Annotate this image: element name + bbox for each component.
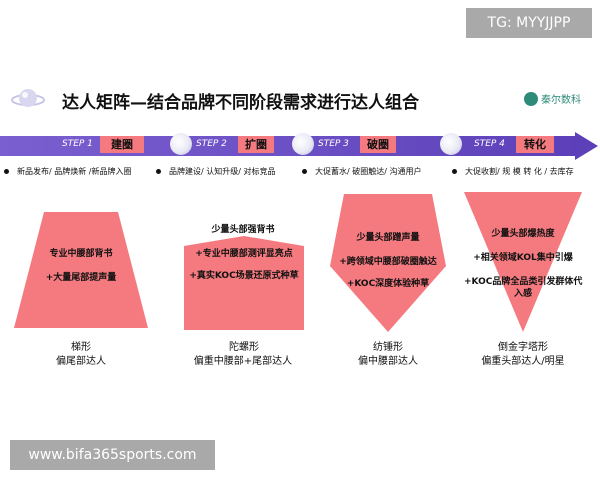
stage-1-badge: 建圈 xyxy=(100,136,144,153)
planet-icon xyxy=(10,84,46,114)
step-1-label: STEP 1 xyxy=(62,139,93,149)
shape-2-line-2: +真实KOC场景还原式种草 xyxy=(189,271,299,281)
shape-4-line-3: +KOC品牌全品类引发群体代 xyxy=(464,277,583,287)
shape-3-line-1: 少量头部蹭声量 xyxy=(356,233,420,243)
bullet-stage-1: 新品发布/ 品牌焕新 /新品牌入圈 xyxy=(4,166,131,182)
bullet-dot xyxy=(156,169,161,174)
step-4: STEP 4 转化 xyxy=(440,133,560,155)
shape-trapezoid xyxy=(14,212,148,328)
stage-2-badge: 扩圈 xyxy=(238,136,274,153)
step-3: STEP 3 破圈 xyxy=(292,133,402,155)
bullet-text: 新品发布/ 品牌焕新 /新品牌入圈 xyxy=(17,167,132,176)
bullet-text: 品牌建设/ 认知升级/ 对标竞品 xyxy=(169,167,276,176)
bullet-text: 大促蓄水/ 破圈触达/ 沟通用户 xyxy=(315,167,422,176)
logo-icon xyxy=(524,92,538,106)
shape-1-caption-name: 梯形 xyxy=(71,342,91,353)
shape-4-line-2: +相关领域KOL集中引爆 xyxy=(473,253,573,263)
orb-icon xyxy=(292,133,314,155)
step-3-label: STEP 3 xyxy=(318,139,349,149)
bullet-dot xyxy=(302,169,307,174)
shape-spindle xyxy=(330,194,446,332)
orb-icon xyxy=(440,133,462,155)
shape-2-top-label: 少量头部强背书 xyxy=(211,225,275,235)
step-2-label: STEP 2 xyxy=(196,139,227,149)
shape-4-caption-desc: 偏重头部达人/明星 xyxy=(481,356,565,367)
shape-4-line-1: 少量头部爆热度 xyxy=(491,229,555,239)
bullet-stage-3: 大促蓄水/ 破圈触达/ 沟通用户 xyxy=(302,166,421,182)
watermark-top: TG: MYYJJPP xyxy=(466,8,592,38)
shape-2-line-1: +专业中腰部测评显亮点 xyxy=(195,249,293,259)
bullet-text: 大促收割/ 规 模 转 化 / 去库存 xyxy=(465,167,574,176)
bullet-stage-4: 大促收割/ 规 模 转 化 / 去库存 xyxy=(452,166,574,182)
shape-1-line-1: 专业中腰部背书 xyxy=(49,249,113,259)
orb-icon xyxy=(170,133,192,155)
shape-4-caption-name: 倒金字塔形 xyxy=(498,342,548,353)
step-4-label: STEP 4 xyxy=(474,139,505,149)
shape-inverted-pyramid xyxy=(464,192,582,332)
shape-1-line-2: +大量尾部提声量 xyxy=(45,273,117,283)
shape-spinning-top xyxy=(184,236,304,330)
slide: 达人矩阵—结合品牌不同阶段需求进行达人组合 秦尔数科 STEP 1 建圈 STE… xyxy=(0,70,600,450)
shape-1-caption-desc: 偏尾部达人 xyxy=(56,356,106,367)
watermark-bottom: www.bifa365sports.com xyxy=(10,440,215,470)
brand-logo: 秦尔数科 xyxy=(524,90,584,108)
page-title: 达人矩阵—结合品牌不同阶段需求进行达人组合 xyxy=(62,93,419,113)
bullet-stage-2: 品牌建设/ 认知升级/ 对标竞品 xyxy=(156,166,275,182)
title-row: 达人矩阵—结合品牌不同阶段需求进行达人组合 秦尔数科 xyxy=(10,84,590,114)
logo-text: 秦尔数科 xyxy=(541,95,581,106)
bullet-dot xyxy=(452,169,457,174)
step-2: STEP 2 扩圈 xyxy=(170,133,280,155)
shape-2-caption-name: 陀螺形 xyxy=(229,342,259,353)
shape-3-line-2: +跨领域中腰部破圈触达 xyxy=(339,257,437,267)
shape-4-line-4: 入感 xyxy=(513,289,532,299)
shape-2-caption-desc: 偏重中腰部+尾部达人 xyxy=(193,356,293,367)
bullet-dot xyxy=(4,169,9,174)
shape-3-caption-name: 纺锤形 xyxy=(373,342,403,353)
step-1: STEP 1 建圈 xyxy=(62,136,152,154)
stage-4-badge: 转化 xyxy=(516,136,554,153)
stage-3-badge: 破圈 xyxy=(360,136,396,153)
shape-3-caption-desc: 偏中腰部达人 xyxy=(358,356,418,367)
shape-3-line-3: +KOC深度体验种草 xyxy=(346,279,430,289)
